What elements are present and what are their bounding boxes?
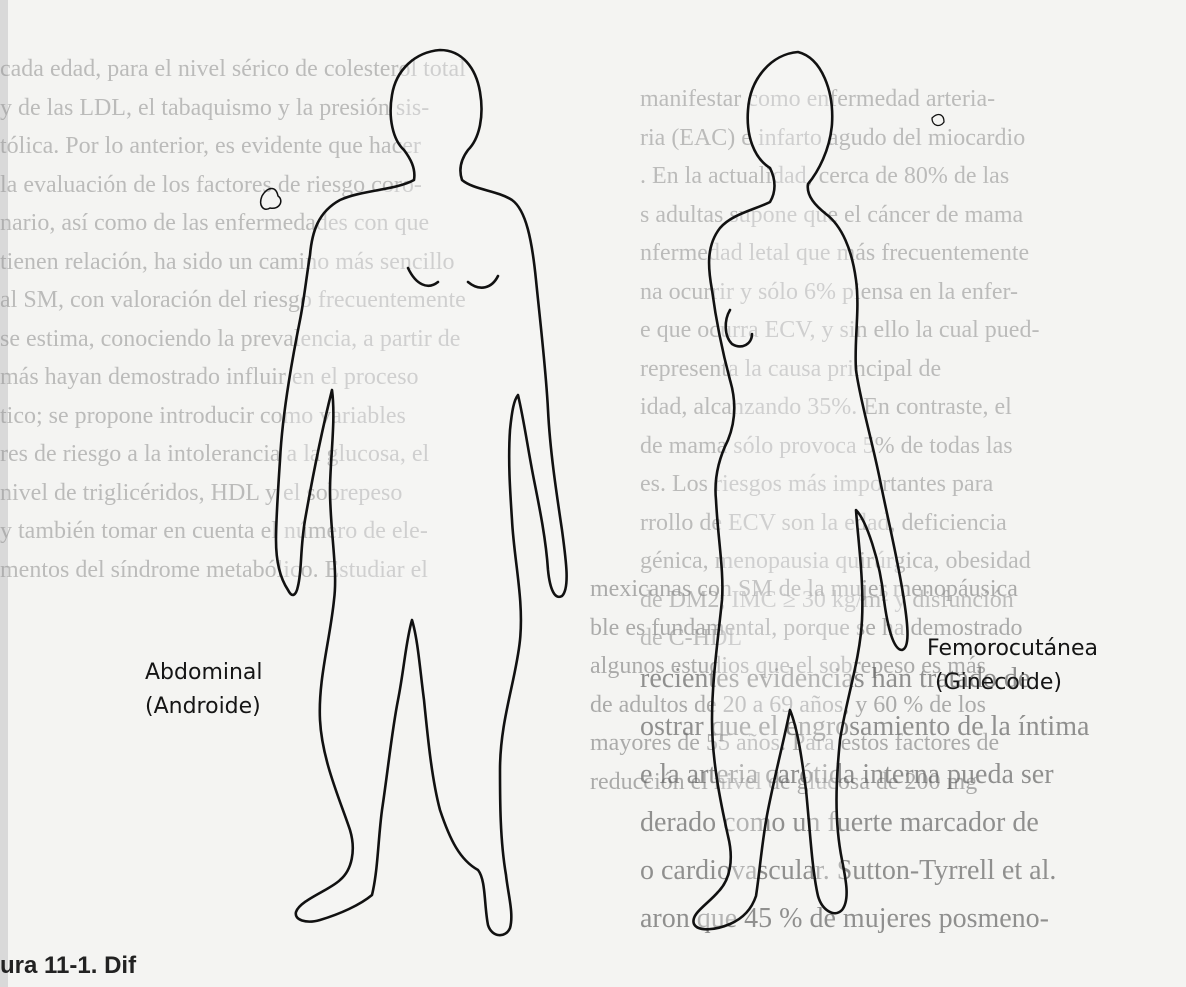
- android-label-subtitle: (Androide): [145, 690, 263, 724]
- android-label-title: Abdominal: [145, 660, 263, 685]
- ink-scribble-icon: [932, 115, 944, 126]
- figure-caption-fragment: ura 11-1. Dif: [0, 952, 136, 980]
- gynoid-label-subtitle: (Ginecoide): [927, 666, 1098, 700]
- gynoid-label: Femorocutánea (Ginecoide): [927, 632, 1098, 700]
- ink-scribble-icon: [261, 189, 281, 210]
- android-body-outline-icon: [276, 50, 567, 935]
- android-label: Abdominal (Androide): [145, 656, 263, 724]
- gynoid-label-title: Femorocutánea: [927, 636, 1098, 661]
- gynoid-body-outline-icon: [693, 52, 907, 929]
